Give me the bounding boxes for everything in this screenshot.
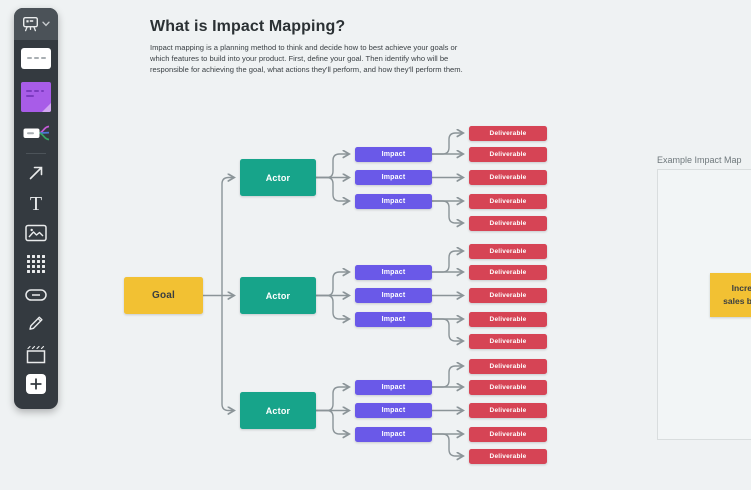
example-card-line2: sales b (723, 296, 751, 306)
page-title: What is Impact Mapping? (150, 18, 346, 35)
deliverable-node[interactable]: Deliverable (469, 170, 547, 185)
plus-icon (26, 374, 46, 394)
example-card-line1: Incre (731, 283, 751, 294)
deliverable-node[interactable]: Deliverable (469, 288, 547, 303)
tool-add[interactable] (26, 374, 46, 394)
deliverable-node[interactable]: Deliverable (469, 311, 547, 327)
impact-node[interactable]: Impact (355, 379, 432, 395)
actor-node[interactable]: Actor (240, 392, 316, 429)
tool-text[interactable]: T (30, 192, 42, 216)
impact-node[interactable]: Impact (355, 146, 432, 162)
deliverable-node[interactable]: Deliverable (469, 193, 547, 209)
impact-node[interactable]: Impact (355, 311, 432, 327)
deliverable-node[interactable]: Deliverable (469, 125, 547, 141)
article-block: What is Impact Mapping? Impact mapping i… (150, 18, 480, 75)
deliverable-node[interactable]: Deliverable (469, 215, 547, 231)
pencil-icon (29, 316, 43, 330)
frame-title[interactable]: Example Impact Map (657, 155, 742, 165)
deliverable-node[interactable]: Deliverable (469, 426, 547, 442)
link-icon (25, 289, 47, 301)
impact-node[interactable]: Impact (355, 193, 432, 209)
tool-sticky-note[interactable] (21, 82, 51, 112)
impact-node[interactable]: Impact (355, 426, 432, 442)
impact-node[interactable]: Impact (355, 403, 432, 418)
tool-frame[interactable] (25, 344, 47, 364)
goal-node[interactable]: Goal (124, 277, 203, 314)
card-icon (21, 47, 51, 69)
text-icon: T (29, 193, 43, 215)
tool-mind-map[interactable] (23, 122, 50, 144)
deliverable-node[interactable]: Deliverable (469, 379, 547, 395)
impact-node[interactable]: Impact (355, 170, 432, 185)
actor-node[interactable]: Actor (240, 277, 316, 314)
chevron-down-icon (42, 21, 50, 27)
frame-icon (26, 345, 46, 363)
tool-arrow[interactable] (27, 162, 45, 184)
sticky-note-icon (21, 82, 51, 112)
deliverable-node[interactable]: Deliverable (469, 448, 547, 464)
deliverable-node[interactable]: Deliverable (469, 333, 547, 349)
toolbar-divider (26, 153, 46, 154)
example-goal-card[interactable]: Incre sales b (710, 273, 751, 317)
window-bottom-edge (0, 490, 751, 500)
tool-link[interactable] (25, 286, 47, 304)
tool-image[interactable] (25, 222, 47, 244)
tool-pencil[interactable] (26, 312, 46, 334)
deliverable-node[interactable]: Deliverable (469, 243, 547, 259)
impact-node[interactable]: Impact (355, 288, 432, 303)
apps-grid-icon (27, 255, 45, 273)
board-switcher[interactable] (14, 8, 58, 40)
image-icon (25, 224, 47, 242)
actor-node[interactable]: Actor (240, 159, 316, 196)
impact-node[interactable]: Impact (355, 264, 432, 280)
board-easel-icon (23, 17, 39, 32)
tool-card[interactable] (21, 46, 51, 70)
arrow-icon (29, 166, 43, 180)
deliverable-node[interactable]: Deliverable (469, 264, 547, 280)
tool-apps[interactable] (27, 254, 45, 274)
page-description: Impact mapping is a planning method to t… (150, 43, 463, 74)
deliverable-node[interactable]: Deliverable (469, 358, 547, 374)
deliverable-node[interactable]: Deliverable (469, 403, 547, 418)
deliverable-node[interactable]: Deliverable (469, 146, 547, 162)
mind-map-icon (23, 125, 49, 141)
toolbar: T (14, 8, 58, 409)
